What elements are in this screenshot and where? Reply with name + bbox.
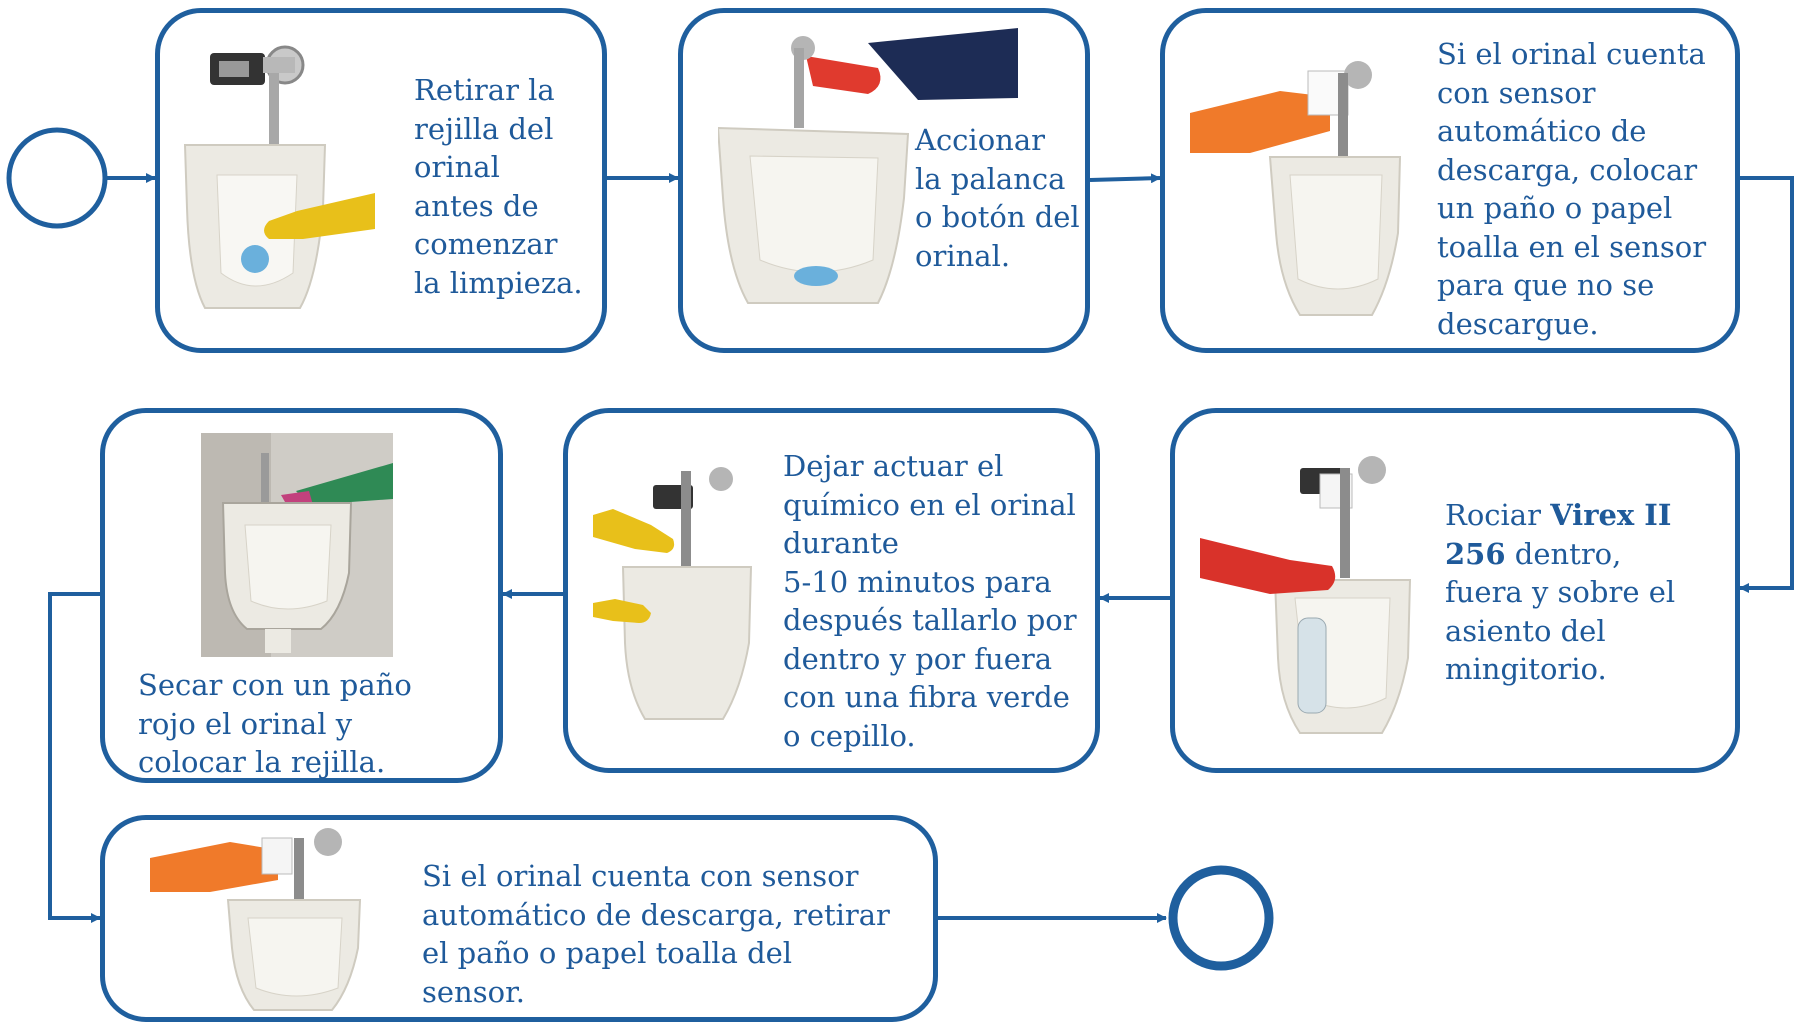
step-3-box: Si el orinal cuenta con sensor automátic… [1160, 8, 1740, 353]
step-5-box: Dejar actuar el químico en el orinal dur… [563, 408, 1100, 773]
step-4-box: Rociar Virex II 256 dentro, fuera y sobr… [1170, 408, 1740, 773]
step-6-text: Secar con un paño rojo el orinal y coloc… [138, 668, 412, 779]
step-7-text: Si el orinal cuenta con sensor automátic… [422, 859, 890, 1009]
urinal-cover-sensor-image [1190, 61, 1402, 316]
end-node [1168, 865, 1274, 971]
urinal-flush-lever-image [718, 28, 1018, 304]
step-5-text: Dejar actuar el químico en el orinal dur… [783, 449, 1077, 753]
arrow-step6-to-step7 [48, 592, 101, 923]
step-4-text: Rociar Virex II 256 dentro, fuera y sobr… [1445, 496, 1675, 689]
start-node [6, 127, 108, 229]
step-4-product-name: Virex II 256 [1445, 498, 1672, 571]
arrow-step2-to-step3 [1089, 173, 1161, 184]
step-2-box: Accionar la palanca o botón del orinal. [678, 8, 1090, 353]
step-4-text-pre: Rociar [1445, 498, 1551, 532]
step-3-text: Si el orinal cuenta con sensor automátic… [1437, 37, 1707, 341]
urinal-scrub-image [593, 467, 753, 720]
urinal-remove-cover-image [150, 828, 362, 1011]
step-6-box: Secar con un paño rojo el orinal y coloc… [100, 408, 503, 783]
urinal-dry-image [201, 433, 393, 657]
step-2-text: Accionar la palanca o botón del orinal. [915, 123, 1080, 273]
arrow-step3-to-step4 [1739, 176, 1794, 593]
step-7-box: Si el orinal cuenta con sensor automátic… [100, 815, 938, 1022]
step-4-text-post: dentro, fuera y sobre el asiento del min… [1445, 536, 1676, 687]
urinal-yellow-glove-image [183, 45, 375, 309]
urinal-spray-image [1200, 456, 1412, 734]
step-1-box: Retirar la rejilla del orinal antes de c… [155, 8, 607, 353]
step-1-text: Retirar la rejilla del orinal antes de c… [414, 73, 583, 300]
